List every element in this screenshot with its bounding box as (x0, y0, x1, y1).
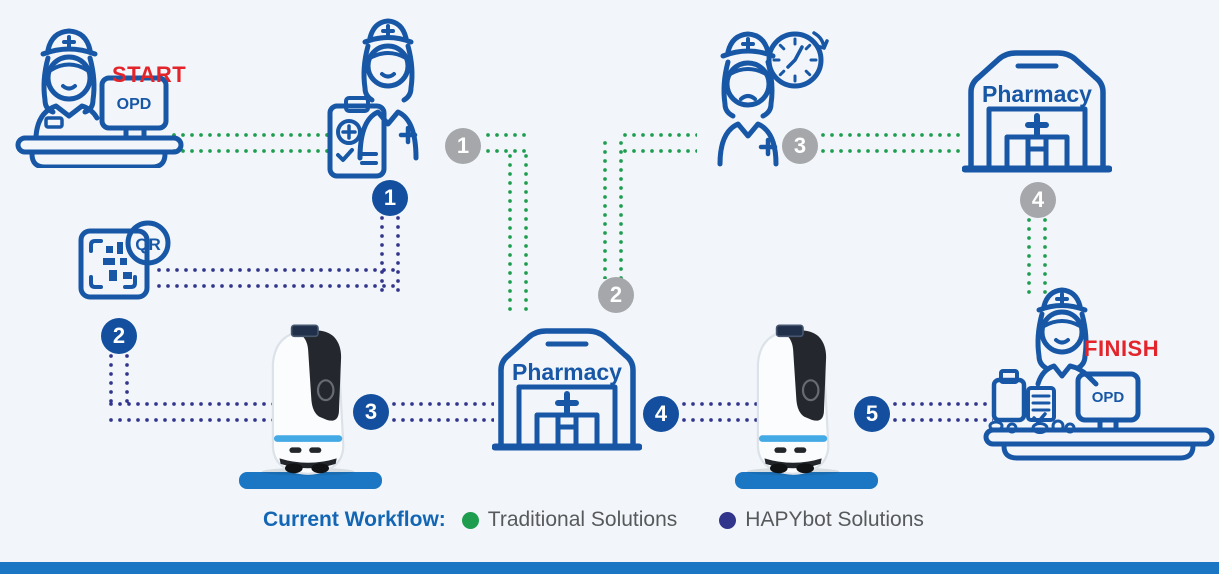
hapybot-route-down-from-qr (107, 352, 131, 408)
hapybot-route-to-robot1 (107, 400, 273, 424)
finish-label: FINISH (1084, 336, 1160, 361)
hapybot-robot-icon (746, 324, 840, 476)
frown (739, 94, 757, 101)
robot-screen (775, 324, 804, 338)
step-badge-hapybot-1: 1 (372, 180, 408, 216)
traditional-dot-icon (461, 511, 479, 529)
traditional-route-to-waiting-nurse (621, 131, 697, 155)
chest-cross-icon (758, 137, 778, 157)
medicine-bottle-icon (991, 369, 1027, 423)
traditional-route-down-to-finish (1025, 216, 1049, 296)
smile (1054, 338, 1070, 345)
clock-hands (786, 45, 804, 69)
nurse-icon (33, 28, 100, 139)
robot-wheel (311, 463, 329, 474)
traditional-route-badge1-corner (484, 131, 530, 155)
step-badge-hapybot-4: 4 (643, 396, 679, 432)
chest-badge (44, 116, 64, 129)
hapybot-route-robot2-to-finish (891, 400, 993, 424)
desk (983, 427, 1215, 461)
robot-wheel (285, 463, 303, 474)
cap-cross-icon (381, 24, 395, 38)
opd-monitor: OPD (1075, 371, 1141, 432)
robot-sensor (801, 379, 820, 402)
traditional-route-to-pharmacy2 (819, 131, 965, 155)
desk (15, 135, 184, 168)
opd-screen-label: OPD (117, 96, 152, 113)
robot-platform (735, 472, 878, 489)
footer-bar (0, 562, 1219, 574)
step-badge-hapybot-2: 2 (101, 318, 137, 354)
robot-sensor (316, 379, 335, 402)
nurse-icon (357, 18, 419, 161)
cap-cross-icon (62, 35, 76, 49)
nurse-icon (1035, 287, 1099, 387)
cap-cross-icon (1055, 292, 1069, 306)
hapybot-robot-icon (261, 324, 355, 476)
legend-item-label: Traditional Solutions (487, 508, 678, 531)
smile (61, 84, 77, 91)
opd-screen-label: OPD (1092, 389, 1125, 406)
hapybot-dot-icon (719, 511, 737, 529)
qr-blocks (103, 242, 132, 281)
prescription-icon (1026, 386, 1056, 424)
nurse-icon (717, 31, 779, 167)
finish-station-icon: OPD (983, 287, 1215, 461)
step-badge-traditional-2: 2 (598, 277, 634, 313)
legend-item-traditional: Traditional Solutions (461, 508, 678, 532)
step-badge-traditional-1: 1 (445, 128, 481, 164)
step-badge-hapybot-3: 3 (353, 394, 389, 430)
pharmacy-middle-icon: Pharmacy (492, 328, 642, 451)
clipboard-nurse-icon (327, 18, 419, 179)
waiting-nurse-icon (717, 31, 829, 167)
robot-platform (239, 472, 382, 489)
nurse-face (45, 54, 93, 102)
hapybot-route-robot1-to-pharmacy (390, 400, 494, 424)
pharmacy-right-icon: Pharmacy (962, 50, 1112, 173)
chest-cross-icon (398, 125, 418, 145)
legend-item-hapybot: HAPYbot Solutions (719, 508, 924, 532)
start-label: START (112, 62, 187, 87)
start-station-icon: OPD (15, 28, 184, 168)
cap-cross-icon (741, 37, 755, 51)
qr-label: QR (135, 235, 161, 254)
pharmacy-sign-label: Pharmacy (512, 359, 622, 385)
pharmacy-cross-icon (1025, 113, 1049, 137)
checkmark-icon (336, 148, 354, 162)
robot-blue-stripe (759, 435, 828, 442)
nurse-body (33, 103, 100, 139)
legend-title: Current Workflow: (263, 508, 446, 531)
traditional-route-down-to-pharmacy (506, 152, 530, 316)
hapybot-route-qr-junction (155, 266, 399, 290)
robot-wheel (796, 463, 814, 474)
traditional-route-start-to-nurse (170, 131, 330, 155)
smile (380, 72, 396, 79)
robot-blue-stripe (274, 435, 343, 442)
traditional-route-up-from-pharmacy (601, 139, 625, 279)
legend-item-label: HAPYbot Solutions (745, 508, 924, 531)
pharmacy-cross-icon (555, 391, 579, 415)
nurse-cap (45, 28, 93, 53)
qr-code-icon: QR (78, 220, 171, 300)
step-badge-hapybot-5: 5 (854, 396, 890, 432)
step-badge-traditional-3: 3 (782, 128, 818, 164)
robot-screen (290, 324, 319, 338)
hapybot-route-pharmacy-to-robot2 (680, 400, 760, 424)
clipboard-icon (327, 96, 387, 179)
pharmacy-sign-label: Pharmacy (982, 81, 1092, 107)
legend: Current Workflow: Traditional Solutions … (263, 508, 924, 532)
clock-icon (766, 31, 829, 89)
step-badge-traditional-4: 4 (1020, 182, 1056, 218)
robot-wheel (770, 463, 788, 474)
